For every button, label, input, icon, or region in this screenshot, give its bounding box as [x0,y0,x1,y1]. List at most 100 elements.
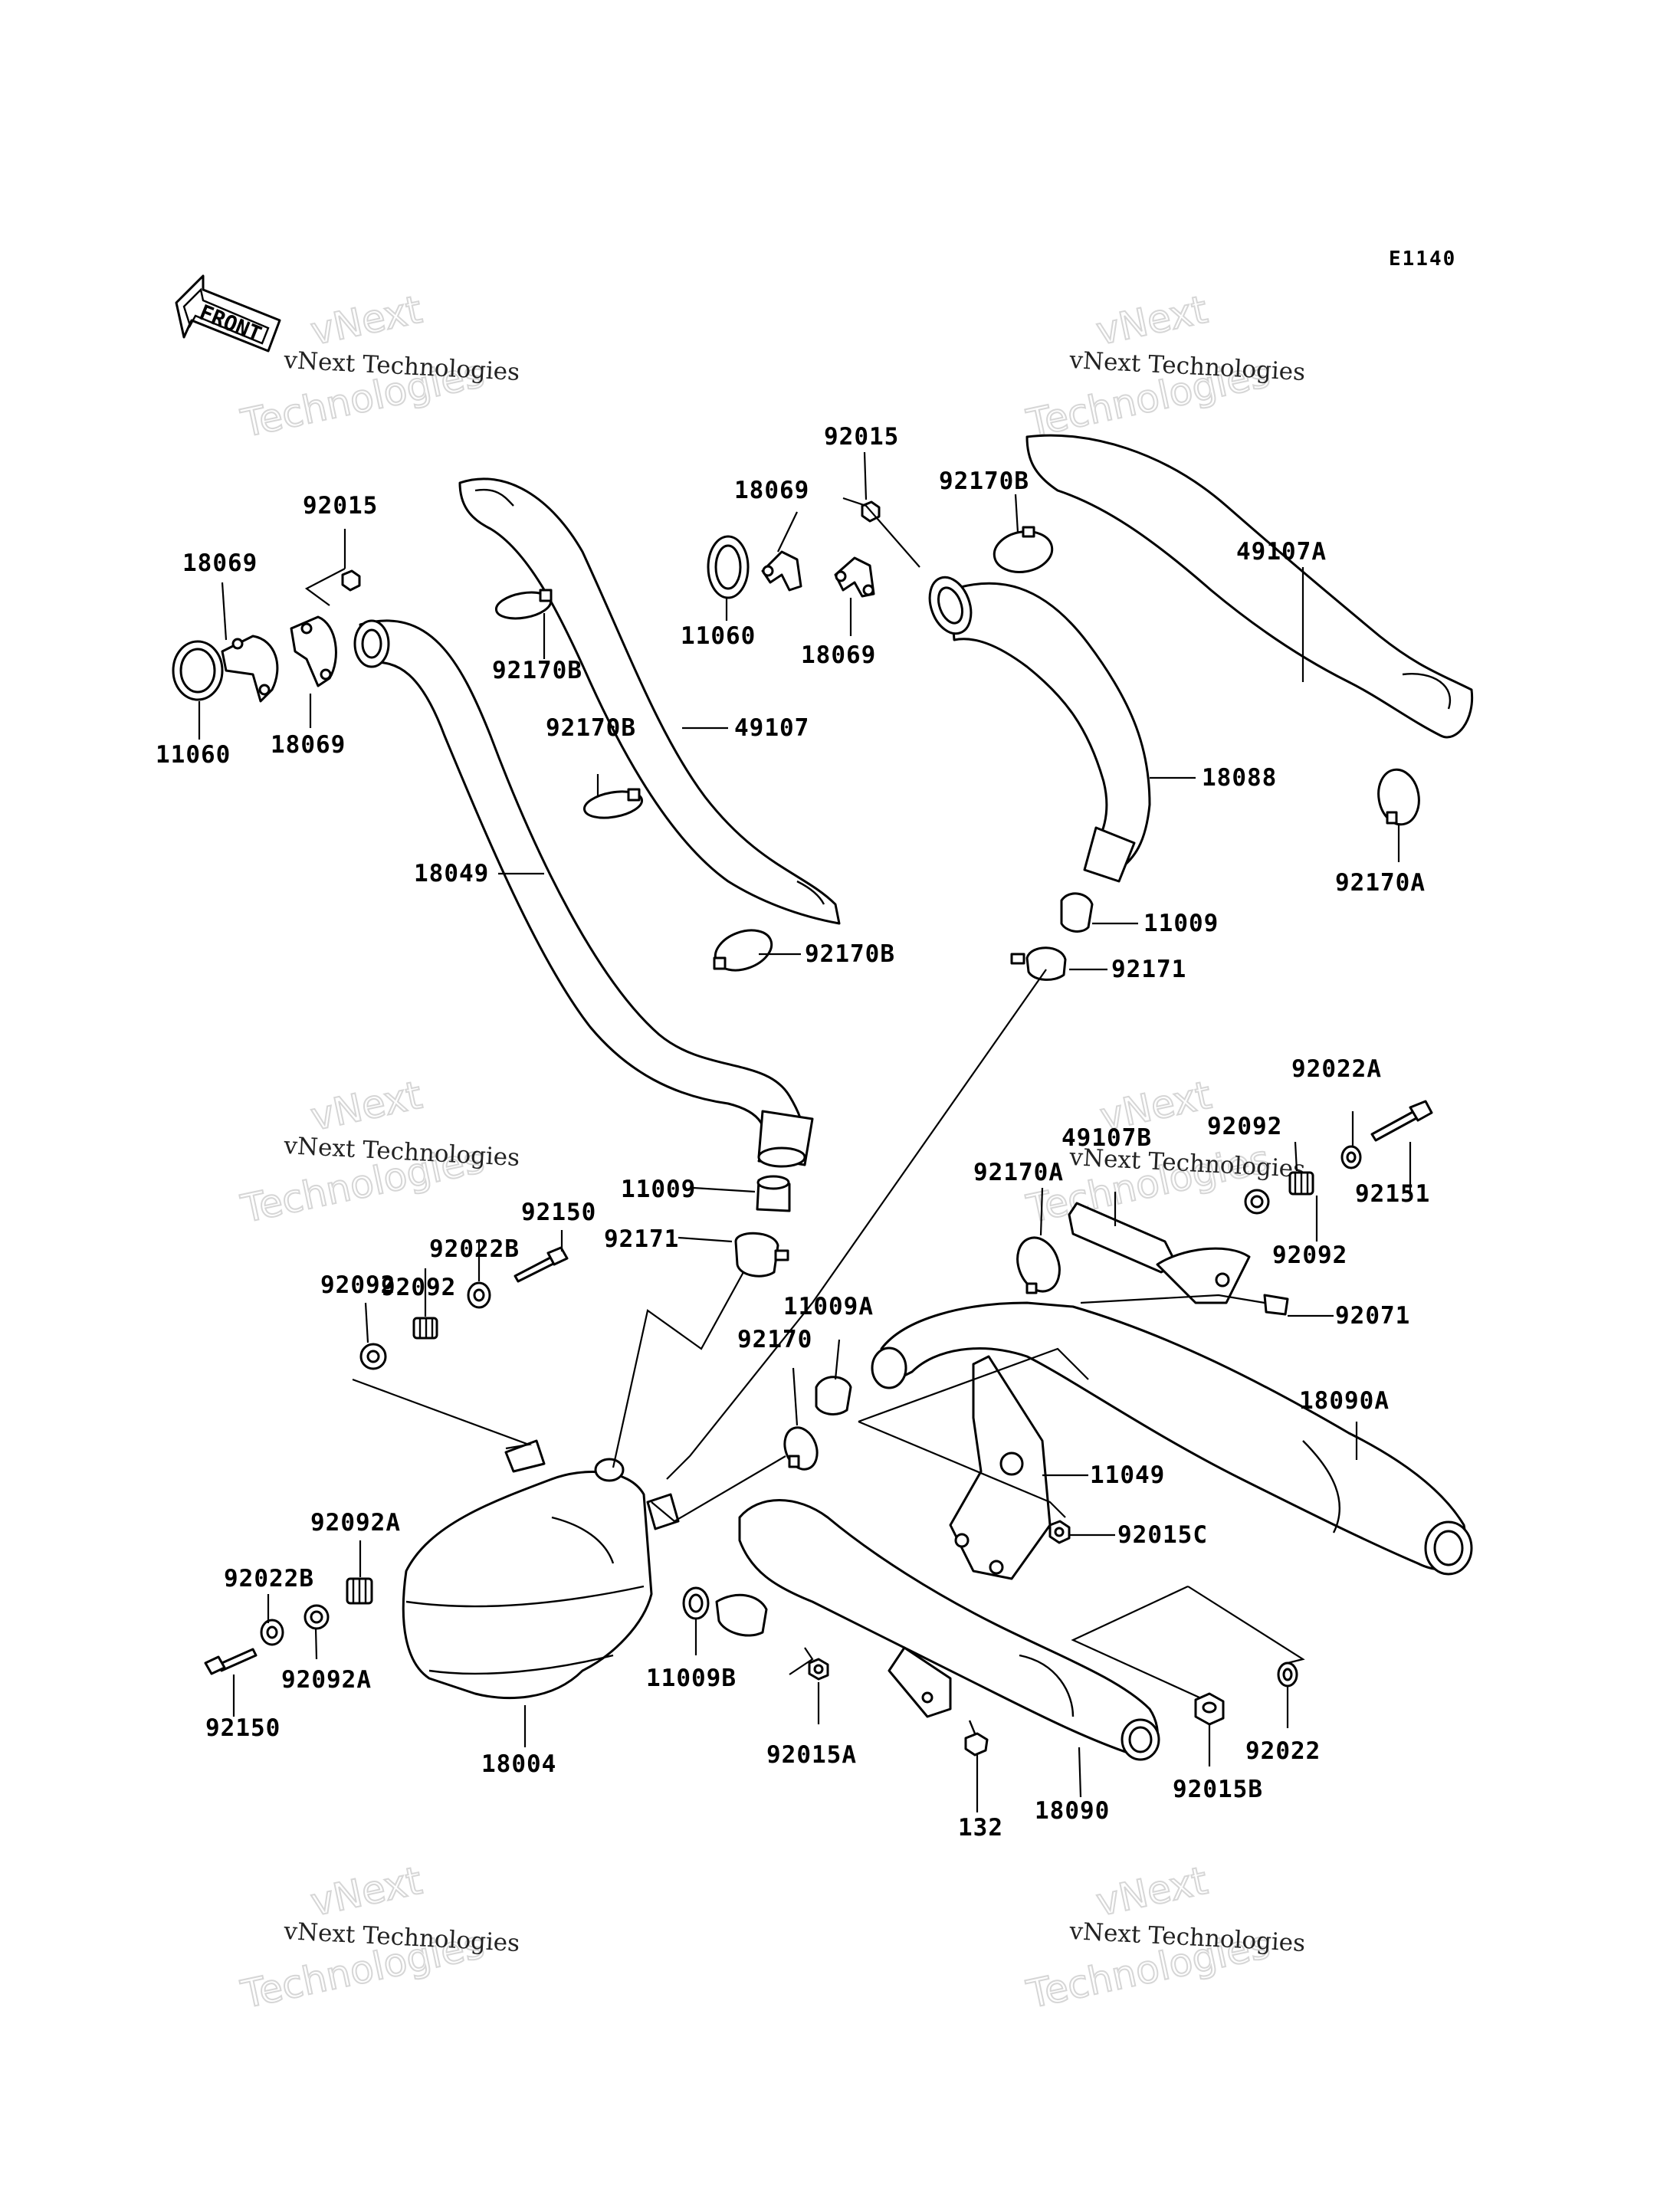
bracket-18090-mount [888,1646,952,1718]
flange-18069-left-a [221,635,279,703]
part-labels: 92015 18069 11060 18069 92170B 92170B 49… [156,423,1430,1842]
flange-muffler-18090 [715,1593,768,1637]
label-92092-right: 92092 [1272,1242,1347,1269]
nut-92015B [1194,1692,1225,1726]
flange-18069-left-b [290,615,337,687]
label-92171-left: 92171 [604,1225,679,1253]
label-11009A: 11009A [783,1293,874,1320]
label-92015B: 92015B [1173,1776,1263,1803]
label-18088: 18088 [1202,764,1277,792]
label-92092-right-top: 92092 [1207,1113,1282,1140]
watermark-bottom-left: vNext Technologies vNext Technologies [236,1858,520,2018]
label-92022B-top: 92022B [429,1235,520,1263]
front-arrow-icon: FRONT [175,274,281,353]
label-11009B: 11009B [646,1665,737,1692]
label-92071: 92071 [1335,1302,1410,1330]
clamp-92170B-a [494,589,553,620]
washer-92022A [1340,1145,1362,1169]
sleeve-11009A [815,1376,852,1415]
clamp-92170A-right [1377,768,1420,826]
clip-92071 [1263,1294,1289,1316]
label-92092-top-b: 92092 [381,1274,456,1301]
svg-text:vNext: vNext [307,1073,425,1140]
gasket-11009B [682,1586,710,1620]
grommet-92092-right [1244,1189,1270,1215]
muffler-18090A [871,1301,1473,1576]
nut-92015-left [341,569,361,592]
heat-shield-49107 [458,477,841,925]
washer-92022B-top [467,1281,491,1309]
label-92170A-mid: 92170A [973,1159,1064,1186]
label-92151: 92151 [1355,1180,1430,1208]
label-92015C: 92015C [1117,1521,1208,1549]
label-11049: 11049 [1090,1461,1165,1489]
bolt-92150-bottom [204,1648,258,1675]
svg-text:vNext: vNext [307,287,425,354]
label-92022B-left: 92022B [224,1565,314,1593]
clamp-92171-left [734,1232,789,1278]
clamp-92170B-b [582,788,644,819]
label-11009-left: 11009 [621,1176,696,1203]
washer-92022B-left [260,1619,284,1646]
flange-18069-mid-b [834,556,875,598]
label-92170: 92170 [737,1326,812,1353]
diagram-code: E1140 [1389,248,1456,271]
label-92170B-right: 92170B [939,467,1029,495]
grommet-92092A-top [346,1577,373,1605]
watermark-top-right: vNext Technologies vNext Technologies [1022,287,1306,447]
label-18069-left-top: 18069 [182,549,258,577]
watermark-mid-left: vNext Technologies vNext Technologies [236,1072,520,1232]
label-18069-mid-top: 18069 [734,477,809,504]
clamp-92170 [783,1426,819,1471]
label-18049: 18049 [414,860,489,887]
label-92092A-top: 92092A [310,1509,401,1537]
label-92092-top-a: 92092 [320,1271,395,1299]
label-18090A: 18090A [1299,1387,1390,1415]
sleeve-11009-right [1060,892,1094,933]
label-18090: 18090 [1035,1797,1110,1825]
label-18069-left-bottom: 18069 [271,731,346,759]
label-92015A: 92015A [766,1741,857,1769]
label-49107A: 49107A [1236,538,1327,566]
flange-18069-mid-a [761,550,802,592]
label-92170B-a: 92170B [492,657,582,684]
watermark-top-left: vNext Technologies vNext Technologies [236,287,520,447]
grommet-92092A-bottom [304,1604,330,1630]
label-132: 132 [958,1814,1003,1842]
label-92015-left: 92015 [303,492,378,520]
sleeve-11009-left [756,1175,791,1212]
svg-text:vNext: vNext [1092,287,1211,354]
svg-text:vNext: vNext [1092,1858,1211,1925]
bracket-49107B-mount [1156,1247,1251,1304]
heat-shield-49107B [1068,1202,1178,1274]
label-92150-bottom: 92150 [205,1714,281,1742]
grommet-92092-top-a [359,1343,387,1370]
clamp-92170A-mid [1016,1236,1061,1294]
bolt-132 [964,1720,989,1757]
label-49107: 49107 [734,714,809,742]
label-92170B-c: 92170B [805,940,895,968]
clamp-92170B-c [713,929,773,972]
label-49107B: 49107B [1061,1124,1152,1152]
washer-92022 [1277,1661,1298,1688]
grommet-92092-top-b [412,1317,438,1340]
label-18004: 18004 [481,1750,556,1778]
muffler-18090 [738,1499,1160,1761]
svg-text:vNext: vNext [307,1858,425,1925]
label-92170B-b: 92170B [546,714,636,742]
grommet-92092-right-top [1288,1171,1314,1196]
watermark-bottom-right: vNext Technologies vNext Technologies [1022,1858,1306,2018]
heat-shield-49107A [1025,434,1474,739]
muffler-box-18004 [402,1439,680,1700]
label-92170A-right: 92170A [1335,869,1426,897]
nut-92015C [1048,1520,1071,1544]
bolt-92151 [1370,1100,1433,1142]
label-92022: 92022 [1245,1737,1321,1765]
label-11060-mid: 11060 [681,622,756,650]
clamp-92171-right [1010,946,1067,981]
bracket-11049 [949,1355,1052,1580]
label-92171-right: 92171 [1111,956,1186,983]
header-pipe-18049 [353,619,814,1168]
label-11060-left: 11060 [156,741,231,769]
nut-92015A [808,1658,829,1681]
